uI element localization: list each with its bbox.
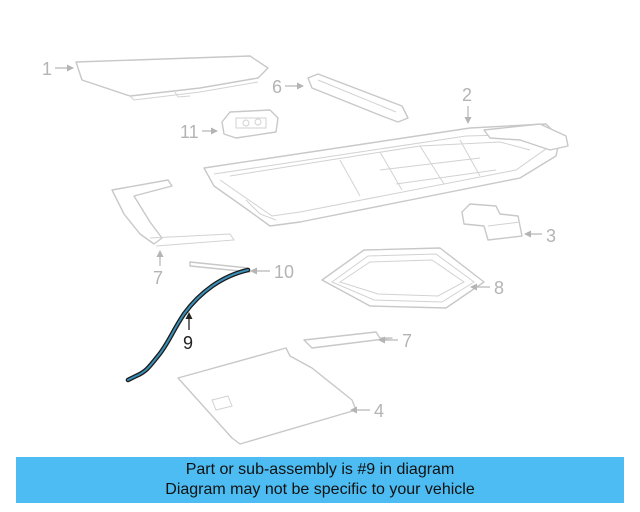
callout-2: 2 xyxy=(462,85,472,124)
callout-9: 9 xyxy=(183,312,193,353)
callout-4: 4 xyxy=(350,401,384,421)
callout-6: 7 xyxy=(153,250,164,288)
callout-3: 3 xyxy=(524,226,556,246)
svg-text:7: 7 xyxy=(402,331,412,351)
parts-diagram: 1 6 11 2 xyxy=(42,55,569,445)
callout-5: 6 xyxy=(272,77,304,97)
part-5-rail[interactable] xyxy=(307,73,409,123)
part-6-deflector[interactable] xyxy=(111,179,235,247)
svg-text:8: 8 xyxy=(494,278,504,298)
svg-text:2: 2 xyxy=(462,85,472,105)
part-3-bracket[interactable] xyxy=(461,203,523,241)
svg-text:11: 11 xyxy=(180,122,199,142)
svg-text:9: 9 xyxy=(183,333,193,353)
part-8-frame[interactable] xyxy=(321,247,485,309)
svg-text:1: 1 xyxy=(42,59,52,79)
part-10-seal-strip[interactable] xyxy=(189,261,251,273)
svg-text:7: 7 xyxy=(153,268,163,288)
callout-7: 7 xyxy=(378,331,412,351)
banner-line-2: Diagram may not be specific to your vehi… xyxy=(165,481,475,498)
part-2-frame-assembly[interactable] xyxy=(203,123,569,227)
part-1-glass-panel[interactable] xyxy=(75,55,269,101)
callout-10: 10 xyxy=(250,262,294,282)
callout-8: 8 xyxy=(470,278,504,298)
callout-11: 11 xyxy=(180,122,218,142)
svg-text:4: 4 xyxy=(374,401,384,421)
callout-1: 1 xyxy=(42,59,74,79)
part-7-strip[interactable] xyxy=(303,331,393,349)
svg-text:3: 3 xyxy=(546,226,556,246)
part-4-headliner[interactable] xyxy=(177,347,357,445)
svg-text:6: 6 xyxy=(272,77,282,97)
banner-line-1: Part or sub-assembly is #9 in diagram xyxy=(185,461,455,478)
part-11-motor[interactable] xyxy=(221,109,279,139)
info-banner: Part or sub-assembly is #9 in diagram Di… xyxy=(16,457,624,503)
part-9-drain-hose[interactable] xyxy=(125,267,251,383)
svg-text:10: 10 xyxy=(274,262,294,282)
